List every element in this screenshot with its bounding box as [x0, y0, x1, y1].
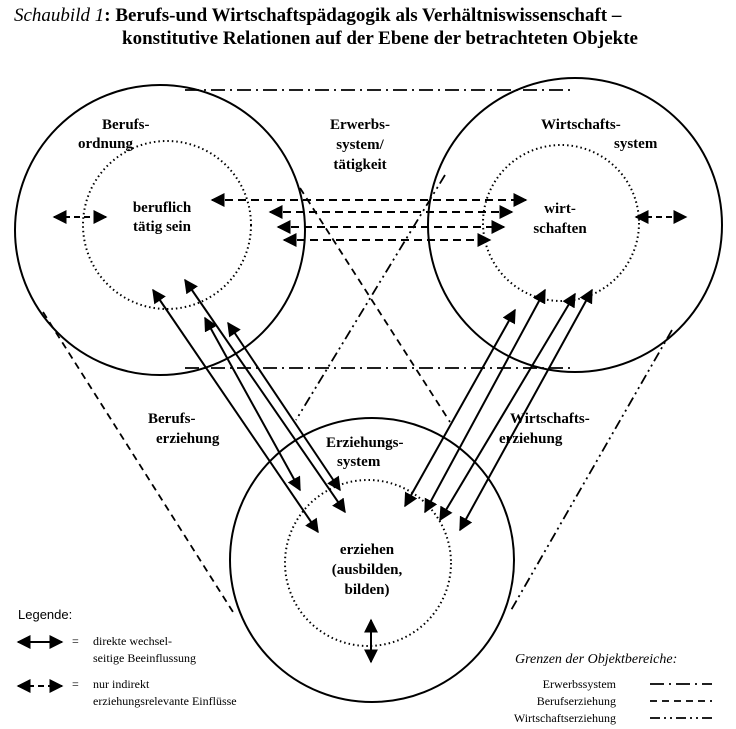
direct-arrow-beruf-erziehung-3 [204, 316, 301, 492]
legend-dashed-text-2: erziehungsrelevante Einflüsse [93, 694, 237, 708]
erziehen-label-2: (ausbilden, [331, 562, 403, 578]
wirtschaften-label-2: schaften [533, 221, 587, 237]
wirtschaftserziehung-boundary-inner [295, 174, 446, 421]
direct-arrow-beruf-erziehung-4 [227, 321, 341, 492]
direct-arrow-wirtschaft-erziehung-2 [424, 288, 546, 514]
direct-arrow-wirtschaft-erziehung-4 [459, 288, 593, 532]
wirtschaftssystem-label-2: system [614, 136, 658, 152]
boundary-item-wirtschaftserziehung: Wirtschaftserziehung [513, 711, 616, 725]
legend-solid-text-1: direkte wechsel- [93, 634, 172, 648]
berufsordnung-label-2: ordnung [78, 136, 134, 152]
wirtschaften-label-1: wirt- [544, 201, 576, 217]
erwerbssystem-label-3: tätigkeit [333, 157, 387, 173]
erwerbssystem-label-2: system/ [336, 137, 384, 153]
berufserziehung-label-1: Berufs- [148, 411, 196, 427]
figure-title-line2: konstitutive Relationen auf der Ebene de… [122, 28, 638, 49]
boundary-item-erwerbssystem: Erwerbssystem [542, 677, 616, 691]
wirtschaftserziehung-boundary-outer [509, 329, 673, 613]
wirtschaftssystem-label-1: Wirtschafts- [541, 117, 621, 133]
wirtschaftserziehung-label-2: erziehung [499, 431, 563, 447]
erwerbssystem-label-1: Erwerbs- [330, 117, 390, 133]
legend-solid-eq: = [72, 634, 79, 648]
direct-arrow-wirtschaft-erziehung-1 [404, 308, 516, 508]
legend-title: Legende: [18, 607, 73, 622]
boundary-item-berufserziehung: Berufserziehung [536, 694, 616, 708]
berufserziehung-label-2: erziehung [156, 431, 220, 447]
erziehen-label-1: erziehen [339, 542, 395, 558]
direct-arrow-beruf-erziehung-2 [184, 278, 346, 514]
beruflich-label-1: beruflich [132, 200, 192, 216]
figure-title-prefix: Schaubild 1 [14, 5, 105, 26]
legend-dashed-text-1: nur indirekt [93, 677, 150, 691]
berufserziehung-boundary-outer [42, 311, 234, 613]
erziehen-inner-circle [284, 479, 452, 647]
berufsordnung-label-1: Berufs- [102, 117, 150, 133]
erziehungssystem-outer-circle [229, 417, 515, 703]
boundaries-title: Grenzen der Objektbereiche: [515, 652, 678, 667]
erziehungssystem-label-1: Erziehungs- [326, 435, 404, 451]
figure-title: Schaubild 1: Berufs-und Wirtschaftspädag… [14, 4, 734, 50]
legend-dashed-eq: = [72, 677, 79, 691]
erziehungssystem-label-2: system [337, 454, 381, 470]
figure-title-line1: : Berufs-und Wirtschaftspädagogik als Ve… [104, 5, 622, 26]
wirtschaftserziehung-label-1: Wirtschafts- [510, 411, 590, 427]
legend-solid-text-2: seitige Beeinflussung [93, 651, 196, 665]
beruflich-label-2: tätig sein [133, 219, 191, 235]
erziehen-label-3: bilden) [344, 582, 390, 598]
